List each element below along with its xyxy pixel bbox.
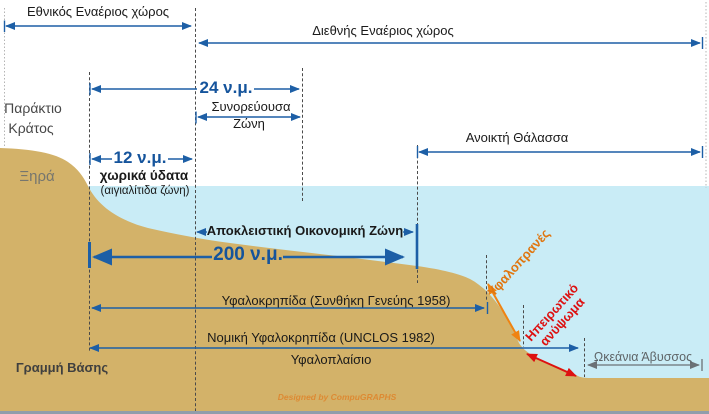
label-shelf-geneva: Υφαλοκρηπίδα (Συνθήκη Γενεύης 1958) <box>221 293 451 308</box>
label-coastal-state-line1: Παράκτιο <box>4 100 62 116</box>
label-contiguous-zone-line2: Ζώνη <box>233 116 265 131</box>
credit-text: Designed by CompuGRAPHS <box>277 392 397 402</box>
label-contiguous-zone-line1: Συνορεύουσα <box>211 99 291 114</box>
label-baseline: Γραμμή Βάσης <box>15 360 109 375</box>
open-sea-arrow <box>416 146 704 158</box>
arrow-12nm <box>89 153 193 165</box>
label-international-airspace: Διεθνής Εναέριος χώρος <box>312 23 454 38</box>
bottom-edge-bar <box>0 411 709 414</box>
international-airspace-arrow <box>198 37 704 49</box>
label-200nm: 200 ν.μ. <box>213 244 283 265</box>
label-eez: Αποκλειστική Οικονομική Ζώνη <box>206 223 404 238</box>
national-airspace-arrow <box>3 20 192 32</box>
contiguous-zone-arrow <box>195 111 301 124</box>
continental-rise-arrow <box>526 353 577 377</box>
label-12nm: 12 ν.μ. <box>113 148 167 167</box>
label-shelf-unclos: Νομική Υφαλοκρηπίδα (UNCLOS 1982) <box>207 330 435 345</box>
label-territorial-waters: χωρικά ύδατα <box>99 168 189 183</box>
ocean-abyss-arrow <box>587 359 703 371</box>
label-open-sea: Ανοικτή Θάλασσα <box>465 130 569 145</box>
label-coastal-state-line2: Κράτος <box>8 120 54 136</box>
label-land: Ξηρά <box>19 168 55 185</box>
label-24nm: 24 ν.μ. <box>199 78 253 97</box>
eez-arrow <box>196 224 419 269</box>
edge-dotted-lines <box>4 2 707 188</box>
label-ocean-abyss: Ωκεάνια Άβυσσος <box>593 350 693 364</box>
shelf-geneva-arrow <box>91 302 489 314</box>
label-territorial-waters-alt: (αιγιαλίτιδα ζώνη) <box>100 185 190 197</box>
continental-slope-arrow <box>487 283 521 342</box>
label-national-airspace: Εθνικός Εναέριος χώρος <box>26 4 170 19</box>
arrow-24nm <box>89 83 300 95</box>
arrow-200nm <box>88 242 405 268</box>
label-continental-margin: Υφαλοπλαίσιο <box>290 352 372 367</box>
